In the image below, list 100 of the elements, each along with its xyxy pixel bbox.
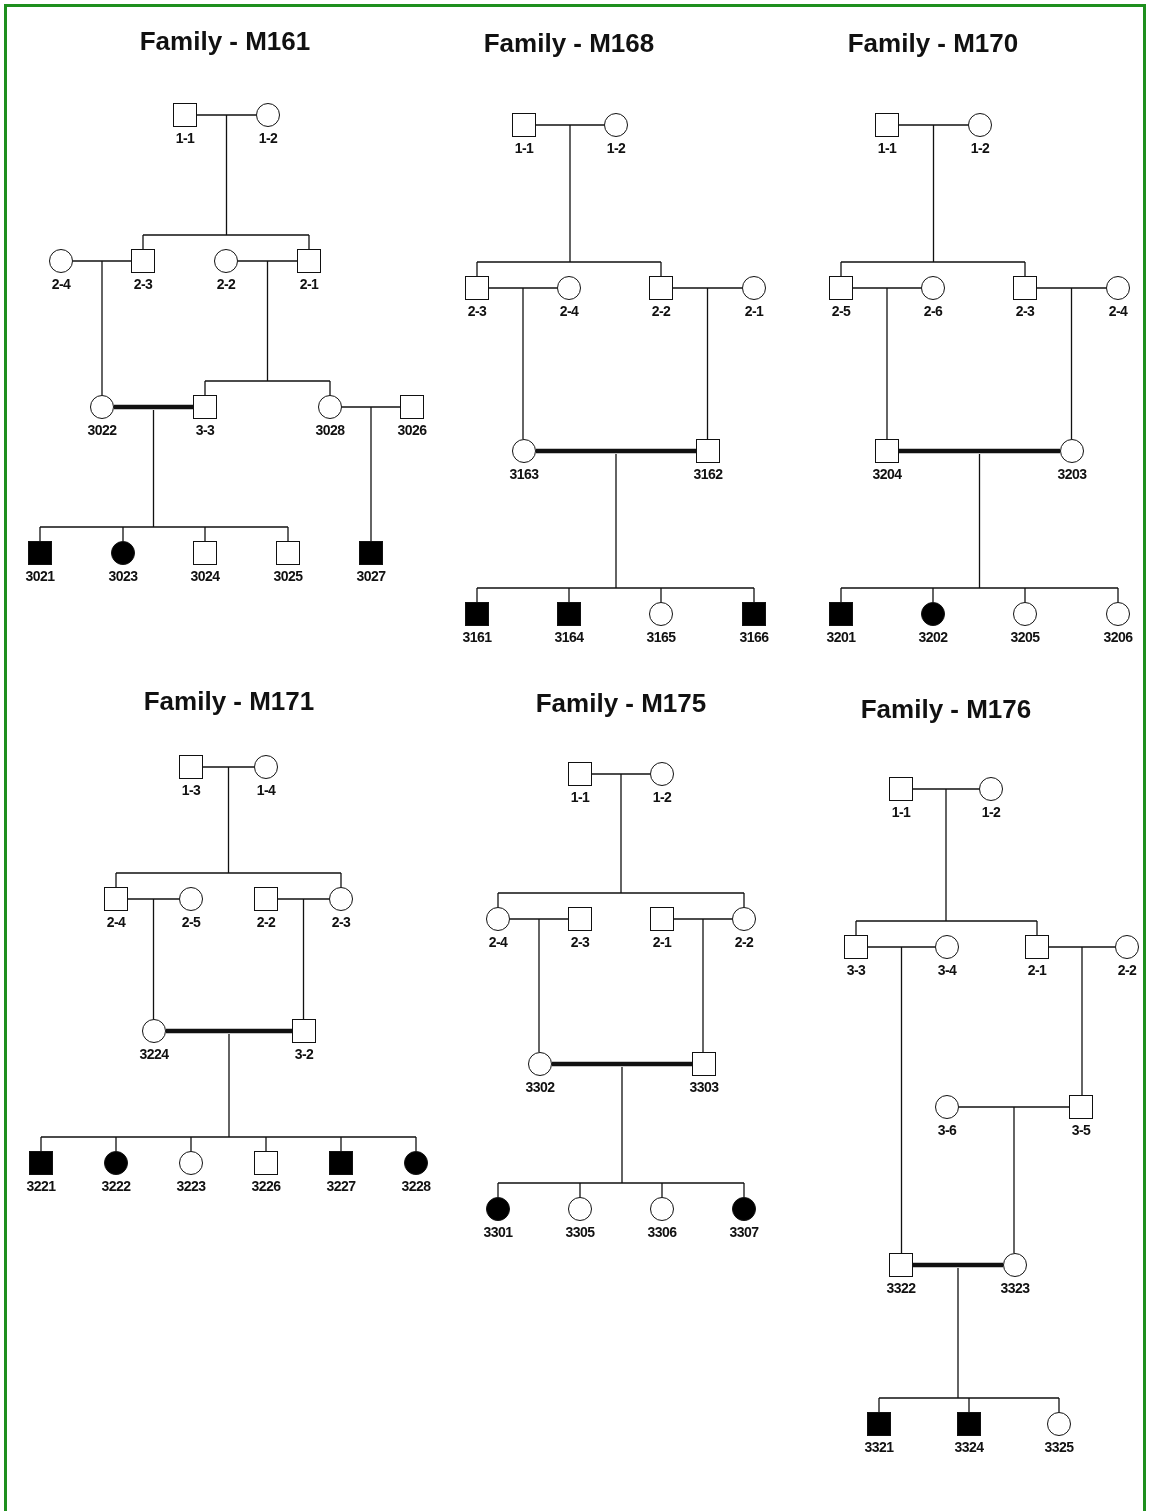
individual-id: 3021 <box>25 568 55 584</box>
individual-id: 2-4 <box>559 303 579 319</box>
individual-id: 3-3 <box>195 422 215 438</box>
individual-id: 3325 <box>1044 1439 1074 1455</box>
marriage-line <box>127 898 180 900</box>
individual-id: 2-2 <box>734 934 754 950</box>
consanguineous-marriage-line <box>166 1028 292 1034</box>
individual-id: 3027 <box>356 568 386 584</box>
individual-id: 3221 <box>26 1178 56 1194</box>
individual-id: 3203 <box>1057 466 1087 482</box>
individual-id: 2-4 <box>51 276 71 292</box>
individual-id: 3161 <box>462 629 492 645</box>
marriage-line <box>535 124 605 126</box>
individual-id: 3206 <box>1103 629 1133 645</box>
descent-line <box>538 918 540 1053</box>
individual-id: 3-5 <box>1071 1122 1091 1138</box>
individual-id: 3305 <box>565 1224 595 1240</box>
descent-line <box>39 409 289 542</box>
descent-line <box>302 898 305 1020</box>
individual-id: 3025 <box>273 568 303 584</box>
individual-id: 1-2 <box>981 804 1001 820</box>
individual-id: 3303 <box>689 1079 719 1095</box>
individual-id: 2-2 <box>256 914 276 930</box>
individual-id: 3-6 <box>937 1122 957 1138</box>
family-title: Family - M176 <box>860 694 1032 725</box>
marriage-line <box>72 260 132 262</box>
descent-line <box>878 1267 1060 1413</box>
marriage-line <box>958 1106 1070 1108</box>
individual-id: 1-2 <box>970 140 990 156</box>
descent-line <box>142 114 310 250</box>
individual-id: 2-3 <box>331 914 351 930</box>
individual-id: 3202 <box>918 629 948 645</box>
individual-id: 3324 <box>954 1439 984 1455</box>
individual-id: 2-2 <box>216 276 236 292</box>
individual-id: 2-1 <box>744 303 764 319</box>
individual-id: 2-3 <box>1015 303 1035 319</box>
individual-id: 3026 <box>397 422 427 438</box>
descent-line <box>370 406 372 542</box>
descent-line <box>204 260 331 396</box>
marriage-line <box>591 773 651 775</box>
individual-id: 2-1 <box>299 276 319 292</box>
descent-line <box>40 1033 417 1152</box>
descent-line <box>840 124 1026 277</box>
individual-id: 2-2 <box>1117 962 1137 978</box>
individual-id: 2-3 <box>570 934 590 950</box>
individual-id: 3166 <box>739 629 769 645</box>
marriage-line <box>1048 946 1116 948</box>
descent-line <box>855 788 1038 936</box>
individual-id: 3163 <box>509 466 539 482</box>
descent-line <box>1013 1106 1015 1254</box>
consanguineous-marriage-line <box>899 448 1060 454</box>
consanguineous-marriage-line <box>536 448 696 454</box>
marriage-line <box>898 124 969 126</box>
individual-id: 1-2 <box>606 140 626 156</box>
marriage-line <box>196 114 257 116</box>
individual-id: 3023 <box>108 568 138 584</box>
descent-line <box>886 287 888 440</box>
marriage-line <box>673 918 733 920</box>
individual-id: 1-2 <box>652 789 672 805</box>
individual-id: 3224 <box>139 1046 169 1062</box>
family-title: Family - M171 <box>143 686 315 717</box>
marriage-line <box>277 898 330 900</box>
individual-id: 3226 <box>251 1178 281 1194</box>
descent-line <box>115 766 342 888</box>
individual-id: 2-3 <box>133 276 153 292</box>
individual-id: 3307 <box>729 1224 759 1240</box>
individual-id: 3321 <box>864 1439 894 1455</box>
individual-id: 3201 <box>826 629 856 645</box>
descent-line <box>497 773 745 908</box>
marriage-line <box>672 287 743 289</box>
individual-id: 2-1 <box>1027 962 1047 978</box>
marriage-line <box>488 287 558 289</box>
individual-id: 3322 <box>886 1280 916 1296</box>
individual-id: 3222 <box>101 1178 131 1194</box>
marriage-line <box>852 287 922 289</box>
individual-id: 3022 <box>87 422 117 438</box>
marriage-line <box>912 788 980 790</box>
individual-id: 3-3 <box>846 962 866 978</box>
descent-line <box>900 946 903 1254</box>
family-title: Family - M161 <box>139 26 311 57</box>
individual-id: 2-4 <box>1108 303 1128 319</box>
individual-id: 3227 <box>326 1178 356 1194</box>
marriage-line <box>202 766 255 768</box>
individual-id: 3-2 <box>294 1046 314 1062</box>
family-title: Family - M168 <box>483 28 655 59</box>
consanguineous-marriage-line <box>552 1061 692 1067</box>
descent-line <box>476 453 755 603</box>
descent-line <box>101 260 103 396</box>
individual-id: 1-2 <box>258 130 278 146</box>
descent-line <box>1070 287 1073 440</box>
individual-id: 2-6 <box>923 303 943 319</box>
individual-id: 3164 <box>554 629 584 645</box>
individual-id: 3204 <box>872 466 902 482</box>
descent-line <box>702 918 704 1053</box>
individual-id: 3205 <box>1010 629 1040 645</box>
marriage-line <box>1036 287 1107 289</box>
individual-id: 3024 <box>190 568 220 584</box>
descent-line <box>497 1066 745 1198</box>
marriage-line <box>509 918 569 920</box>
individual-id: 1-4 <box>256 782 276 798</box>
